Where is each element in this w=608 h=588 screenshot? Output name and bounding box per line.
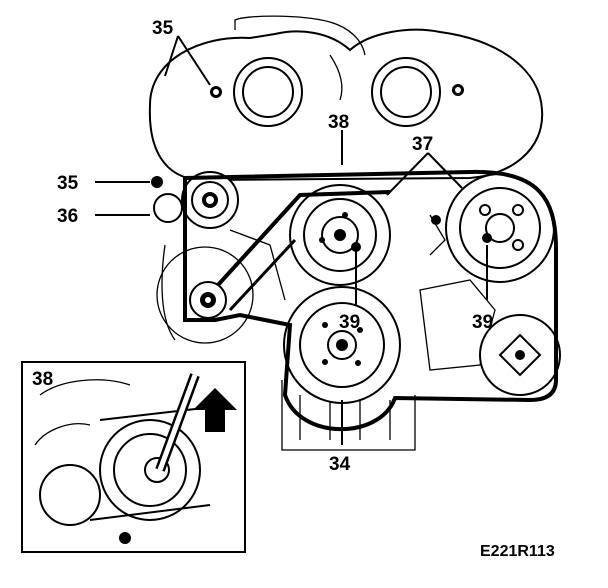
rotation-arrow-icon xyxy=(193,388,237,432)
inset-detail xyxy=(21,361,246,553)
callout-37: 37 xyxy=(412,134,433,155)
callout-34: 34 xyxy=(329,454,351,475)
bolt-35-left xyxy=(151,176,163,188)
callout-35-left: 35 xyxy=(57,173,79,194)
drive-belt xyxy=(183,169,558,432)
drive-belt-inner xyxy=(216,190,391,287)
leader-lines xyxy=(95,35,488,445)
callout-38: 38 xyxy=(328,112,349,133)
alternator-pulley xyxy=(189,281,227,319)
callout-39-center: 39 xyxy=(339,312,360,333)
callout-35-top: 35 xyxy=(152,18,174,39)
engine-top-cover xyxy=(148,15,544,182)
callout-38-inset: 38 xyxy=(32,369,53,390)
callout-36: 36 xyxy=(57,206,78,227)
power-steering-pulley xyxy=(445,173,555,283)
callout-39-right: 39 xyxy=(472,312,493,333)
tensioner-pulley xyxy=(181,171,239,229)
idler-pulley xyxy=(289,184,391,286)
bolt-36-washer xyxy=(153,193,183,223)
crankshaft-pulley xyxy=(283,286,401,404)
ac-compressor-pulley xyxy=(479,314,561,396)
figure-code: E221R113 xyxy=(480,543,555,560)
